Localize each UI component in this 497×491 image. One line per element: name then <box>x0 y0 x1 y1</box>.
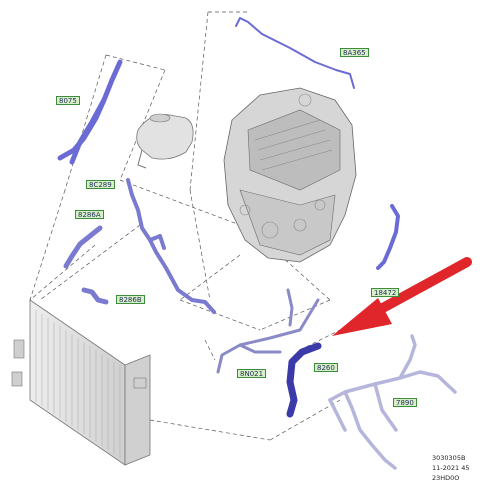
label-8075: 8075 <box>56 96 80 105</box>
hose-8a365 <box>235 17 355 89</box>
radiator <box>11 299 151 466</box>
label-8n021: 8N021 <box>237 369 267 378</box>
hose-18472 <box>376 204 400 270</box>
label-18472: 18472 <box>371 288 400 297</box>
label-8286b: 8286B <box>116 295 145 304</box>
hose-8075 <box>57 59 123 165</box>
callout-arrow <box>332 257 472 336</box>
label-8286a: 8286A <box>75 210 104 219</box>
hose-8286b <box>81 287 109 305</box>
hose-7890 <box>328 334 457 470</box>
label-7890: 7890 <box>393 398 417 407</box>
footer-code-1: 3030305B <box>432 454 466 462</box>
hose-8c289 <box>126 178 216 314</box>
footer-code-3: 23HD0O <box>432 474 460 482</box>
hose-8n021 <box>216 288 320 374</box>
label-8a365: 8A365 <box>340 48 369 57</box>
footer-code-2: 11-2021 45 <box>432 464 470 472</box>
hose-8286a <box>63 225 103 269</box>
label-8260: 8260 <box>314 363 338 372</box>
hose-8260 <box>286 342 322 418</box>
label-8c289: 8C289 <box>86 180 115 189</box>
engine <box>223 87 357 263</box>
expansion-tank <box>136 113 194 169</box>
leader-lines <box>29 11 361 441</box>
